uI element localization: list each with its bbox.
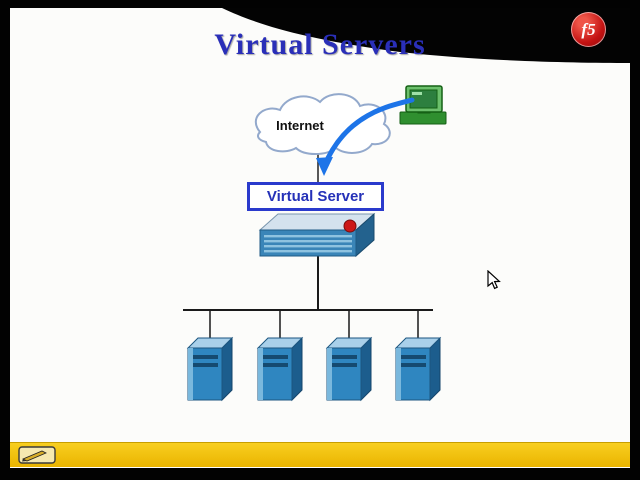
f5-logo: f5 bbox=[571, 12, 606, 47]
mouse-cursor bbox=[487, 270, 501, 290]
virtual-server-box: Virtual Server bbox=[247, 182, 384, 211]
server-tower bbox=[187, 337, 233, 401]
f5-logo-text: f5 bbox=[581, 19, 596, 39]
page-title: Virtual Servers bbox=[214, 28, 426, 61]
footer-toolbar bbox=[10, 442, 630, 467]
network-diagram bbox=[183, 8, 630, 401]
server-tower bbox=[257, 337, 303, 401]
top-swoosh-decoration bbox=[222, 8, 630, 63]
internet-cloud bbox=[254, 93, 391, 155]
server-tower bbox=[326, 337, 372, 401]
traffic-arrow-icon bbox=[316, 97, 415, 176]
appliance-f5-ball-icon bbox=[343, 219, 357, 233]
annotation-pencil-icon[interactable] bbox=[18, 446, 56, 464]
server-tower bbox=[395, 337, 441, 401]
client-computer-icon bbox=[399, 85, 447, 125]
virtual-server-label: Virtual Server bbox=[266, 188, 365, 205]
internet-label: Internet bbox=[276, 118, 324, 133]
server-drop-lines bbox=[209, 310, 419, 340]
bigip-appliance bbox=[258, 212, 376, 258]
presentation-slide: Virtual Servers f5 Internet Virtual Serv… bbox=[10, 8, 630, 468]
